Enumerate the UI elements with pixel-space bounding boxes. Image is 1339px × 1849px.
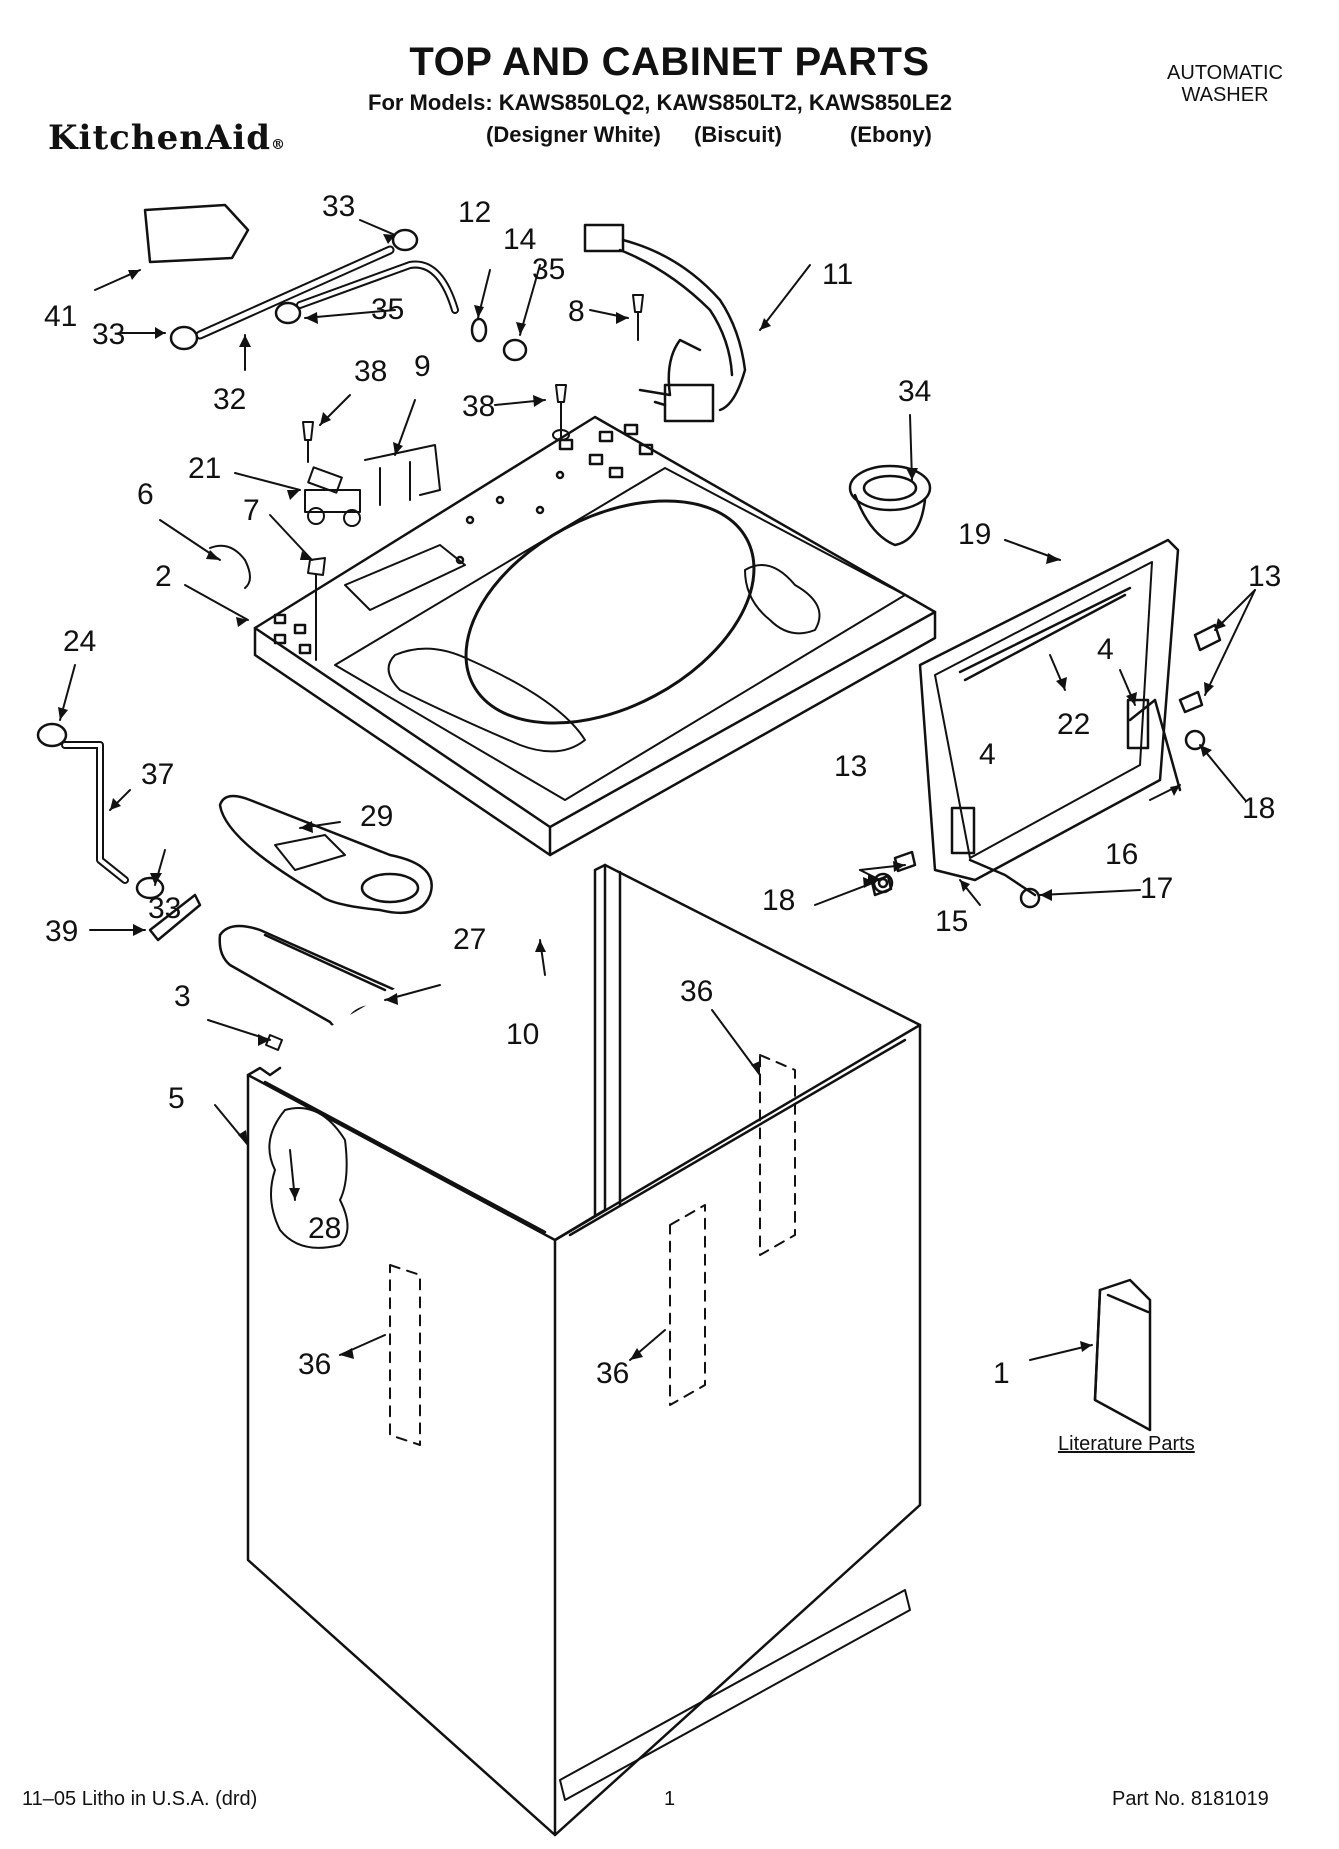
callout-22: 22	[1057, 708, 1091, 741]
callout-6: 6	[137, 478, 154, 511]
callout-19: 19	[958, 518, 992, 551]
callout-4: 4	[979, 738, 996, 771]
part-number: Part No. 8181019	[1112, 1788, 1269, 1810]
callout-29: 29	[360, 800, 394, 833]
callout-38: 38	[462, 390, 496, 423]
callout-1: 1	[993, 1357, 1010, 1390]
callout-35: 35	[371, 293, 405, 326]
print-info: 11–05 Litho in U.S.A. (drd)	[22, 1788, 258, 1810]
callout-8: 8	[568, 295, 585, 328]
callout-9: 9	[414, 350, 431, 383]
arrowheads	[58, 234, 1226, 1360]
literature-booklet	[1093, 1278, 1152, 1432]
callout-33: 33	[148, 892, 182, 925]
model-list: For Models: KAWS850LQ2, KAWS850LT2, KAWS…	[368, 90, 952, 115]
callout-18: 18	[1242, 792, 1276, 825]
finish-designer-white: (Designer White)	[486, 122, 661, 147]
callout-37: 37	[141, 758, 175, 791]
literature-parts-label: Literature Parts	[1058, 1433, 1195, 1455]
callout-16: 16	[1105, 838, 1139, 871]
callout-13: 13	[834, 750, 868, 783]
callout-35: 35	[532, 253, 566, 286]
category-line-2: WASHER	[1181, 84, 1269, 106]
callout-15: 15	[935, 905, 969, 938]
callout-18: 18	[762, 884, 796, 917]
callout-3: 3	[174, 980, 191, 1013]
callout-11: 11	[822, 258, 854, 291]
callout-2: 2	[155, 560, 172, 593]
callout-4: 4	[1097, 633, 1114, 666]
callout-12: 12	[458, 196, 492, 229]
lid-switch-harness	[583, 223, 747, 423]
callout-21: 21	[188, 452, 222, 485]
callout-14: 14	[503, 223, 537, 256]
category-line-1: AUTOMATIC	[1167, 62, 1283, 84]
callout-36: 36	[680, 975, 714, 1008]
callout-33: 33	[92, 318, 126, 351]
callout-13: 13	[1248, 560, 1282, 593]
callout-32: 32	[213, 383, 247, 416]
callout-36: 36	[596, 1357, 630, 1390]
callout-17: 17	[1140, 872, 1174, 905]
callout-33: 33	[322, 190, 356, 223]
callout-36: 36	[298, 1348, 332, 1381]
appliance-category: AUTOMATIC WASHER	[1150, 62, 1300, 106]
callout-27: 27	[453, 923, 487, 956]
hoses-and-clamps	[36, 203, 528, 942]
callout-34: 34	[898, 375, 932, 408]
callout-39: 39	[45, 915, 79, 948]
finish-biscuit: (Biscuit)	[694, 122, 782, 147]
callout-24: 24	[63, 625, 97, 658]
callout-5: 5	[168, 1082, 185, 1115]
callout-28: 28	[308, 1212, 342, 1245]
finish-ebony: (Ebony)	[850, 122, 932, 147]
callout-41: 41	[44, 300, 78, 333]
callout-10: 10	[506, 1018, 540, 1051]
washer-top-panel	[253, 415, 937, 857]
page-number: 1	[664, 1788, 676, 1810]
page-title: TOP AND CABINET PARTS	[409, 40, 930, 84]
bleach-funnel	[848, 464, 932, 547]
callout-7: 7	[243, 494, 260, 527]
brand-logo: KitchenAid®	[48, 118, 287, 158]
callout-38: 38	[354, 355, 388, 388]
washer-cabinet	[246, 863, 922, 1837]
washer-lid	[870, 538, 1222, 909]
